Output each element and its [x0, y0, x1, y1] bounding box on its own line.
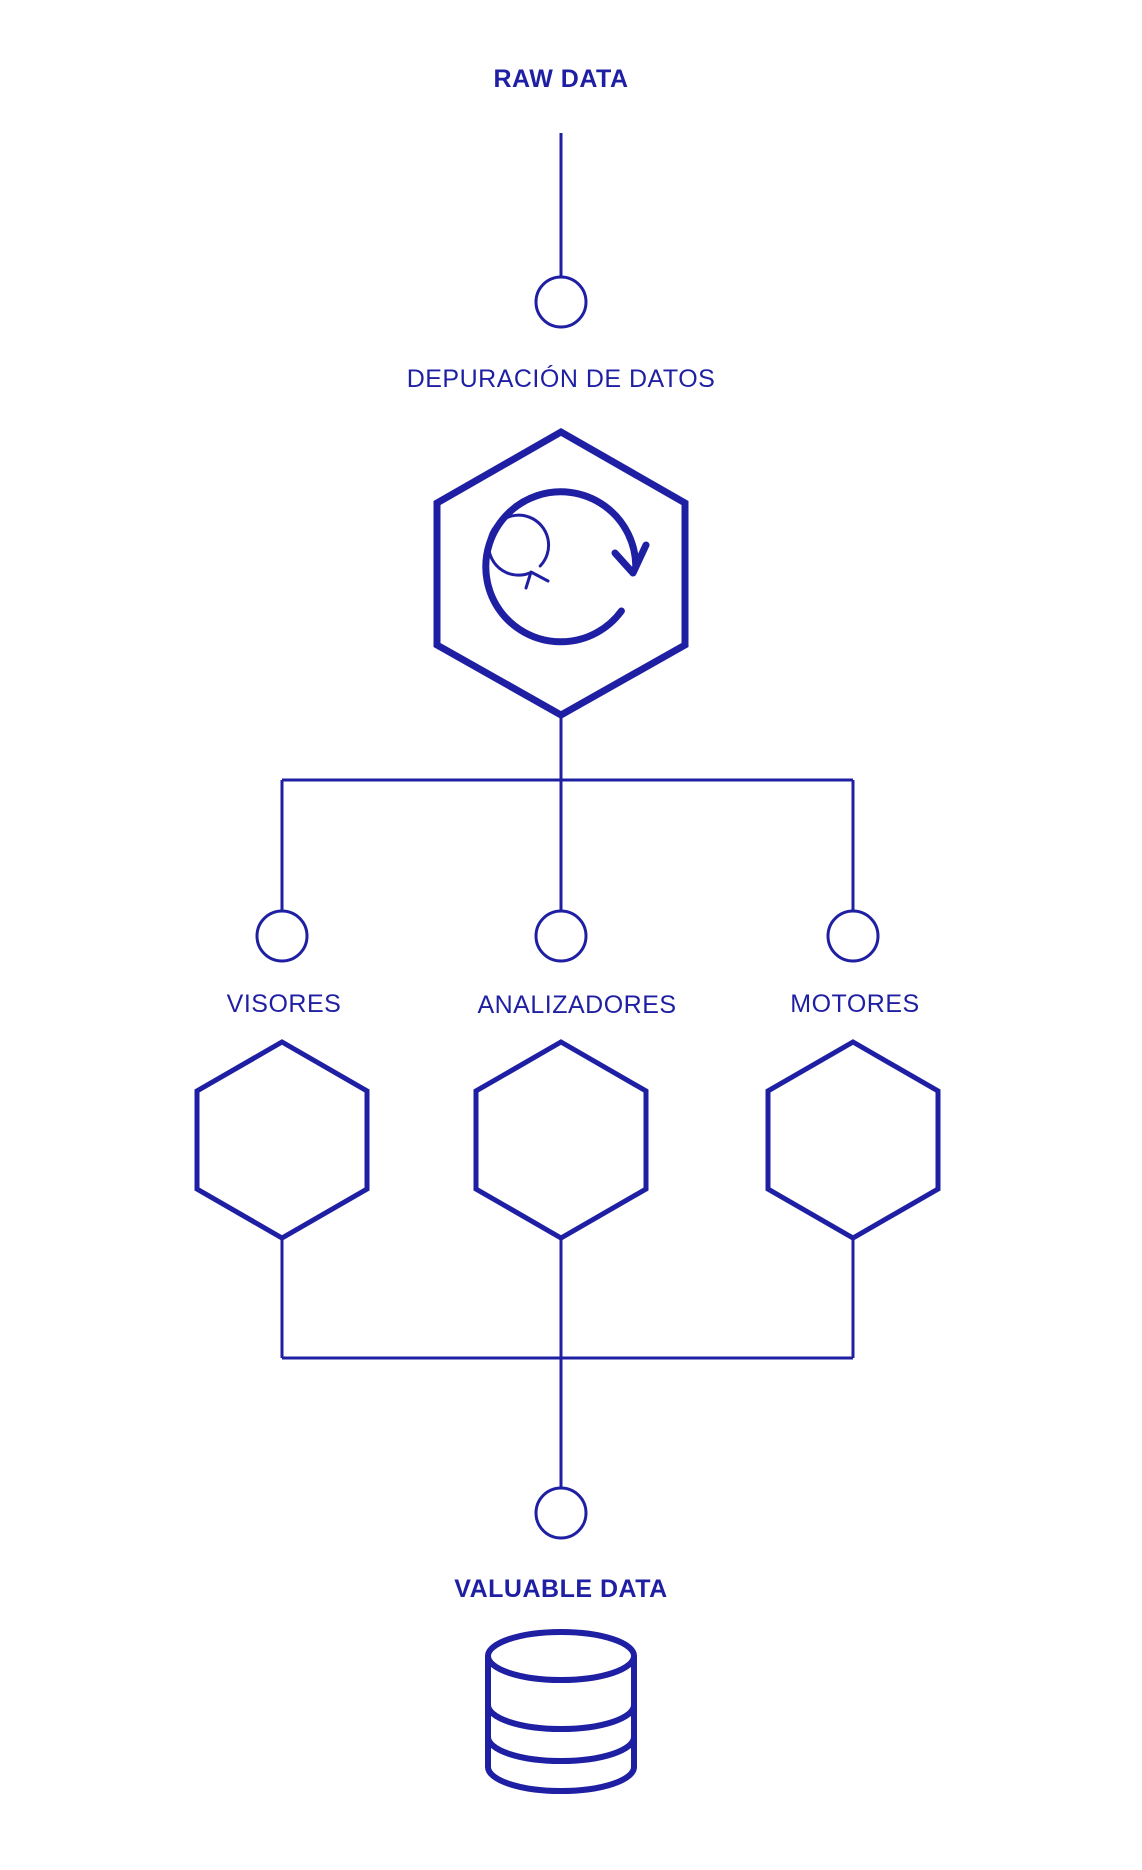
- raw-data-label: RAW DATA: [494, 65, 629, 93]
- motores-label: MOTORES: [790, 990, 919, 1018]
- node-circle-motores: [826, 909, 880, 963]
- valuable-data-label: VALUABLE DATA: [454, 1575, 667, 1603]
- database-icon: [485, 1629, 637, 1794]
- hexagon-visores: [194, 1039, 370, 1241]
- node-circle-visores: [255, 909, 309, 963]
- main-hexagon: [433, 427, 689, 720]
- node-circle-analizadores: [534, 909, 588, 963]
- depuracion-label: DEPURACIÓN DE DATOS: [407, 364, 716, 393]
- hexagon-analizadores: [473, 1039, 649, 1241]
- visores-label: VISORES: [227, 990, 342, 1018]
- node-circle-output: [534, 1486, 588, 1540]
- node-circle-input: [534, 275, 588, 329]
- refresh-cycle-icon: [482, 488, 650, 646]
- analizadores-label: ANALIZADORES: [477, 991, 676, 1019]
- hexagon-motores: [765, 1039, 941, 1241]
